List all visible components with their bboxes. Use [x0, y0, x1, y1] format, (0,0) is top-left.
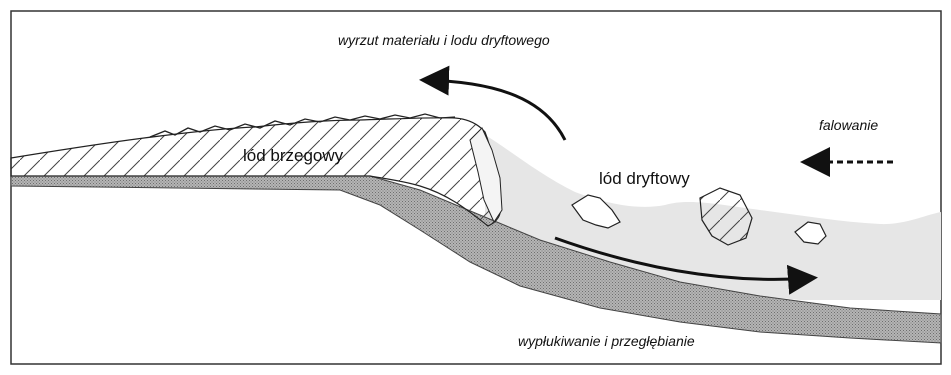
scouring-label: wypłukiwanie i przegłębianie [518, 333, 695, 349]
ejection-label: wyrzut materiału i lodu dryftowego [338, 32, 550, 48]
waves-label: falowanie [819, 117, 878, 133]
shore-ice-label: lód brzegowy [243, 146, 344, 165]
drift-ice-label: lód dryftowy [599, 169, 690, 188]
